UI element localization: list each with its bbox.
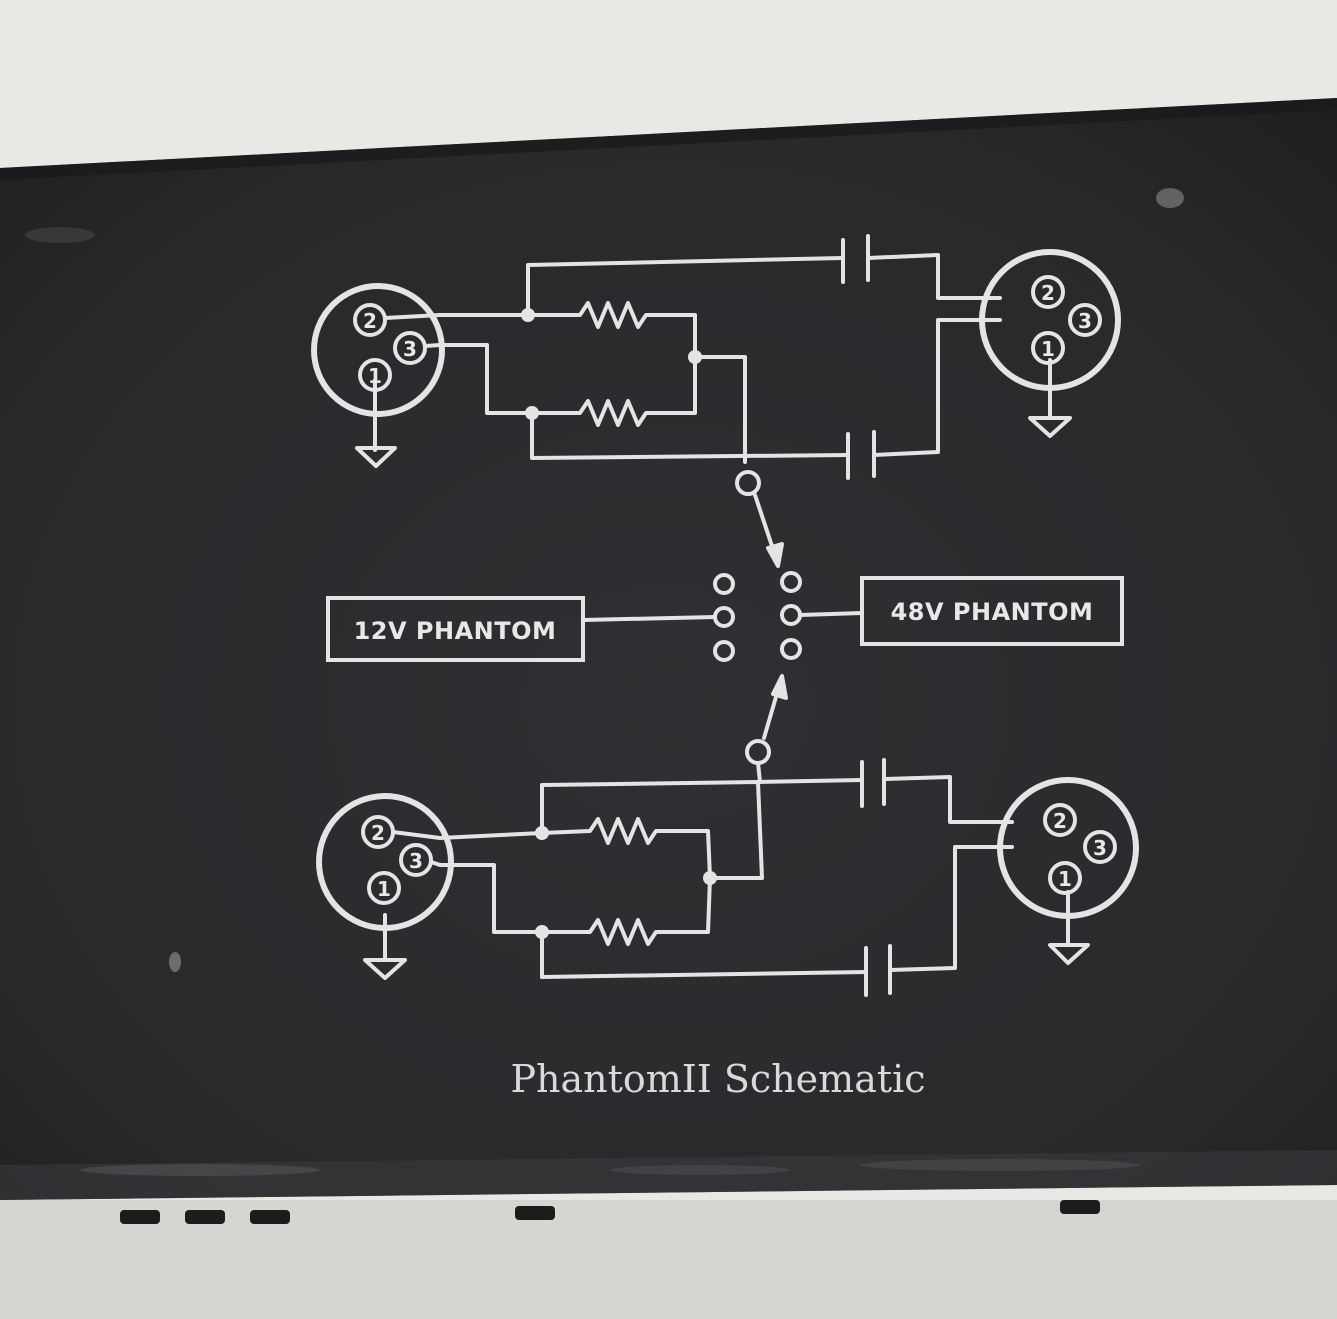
pin-label: 1	[1041, 337, 1055, 361]
pin-label: 2	[363, 309, 377, 333]
pin-label: 3	[403, 337, 417, 361]
pin-label: 1	[1058, 867, 1072, 891]
pin-label: 1	[377, 877, 391, 901]
pin-label: 3	[1093, 836, 1107, 860]
pin-label: 3	[1078, 309, 1092, 333]
label-48v-text: 48V PHANTOM	[891, 598, 1094, 626]
pin-label: 2	[1041, 281, 1055, 305]
xlr-connector-top-left: 2 3 1	[311, 283, 445, 417]
xlr-connector-top-right: 2 3 1	[979, 249, 1121, 391]
pin-label: 1	[368, 364, 382, 388]
label-12v-phantom: 12V PHANTOM	[326, 596, 585, 662]
pin-label: 2	[371, 821, 385, 845]
pin-label: 3	[409, 849, 423, 873]
device-panel	[0, 98, 1337, 1319]
label-12v-text: 12V PHANTOM	[354, 617, 557, 645]
label-48v-phantom: 48V PHANTOM	[860, 576, 1124, 646]
pin-label: 2	[1053, 809, 1067, 833]
xlr-connector-bottom-left: 2 3 1	[316, 793, 454, 931]
schematic-caption: PhantomII Schematic	[510, 1057, 925, 1101]
xlr-connector-bottom-right: 2 3 1	[997, 777, 1139, 919]
